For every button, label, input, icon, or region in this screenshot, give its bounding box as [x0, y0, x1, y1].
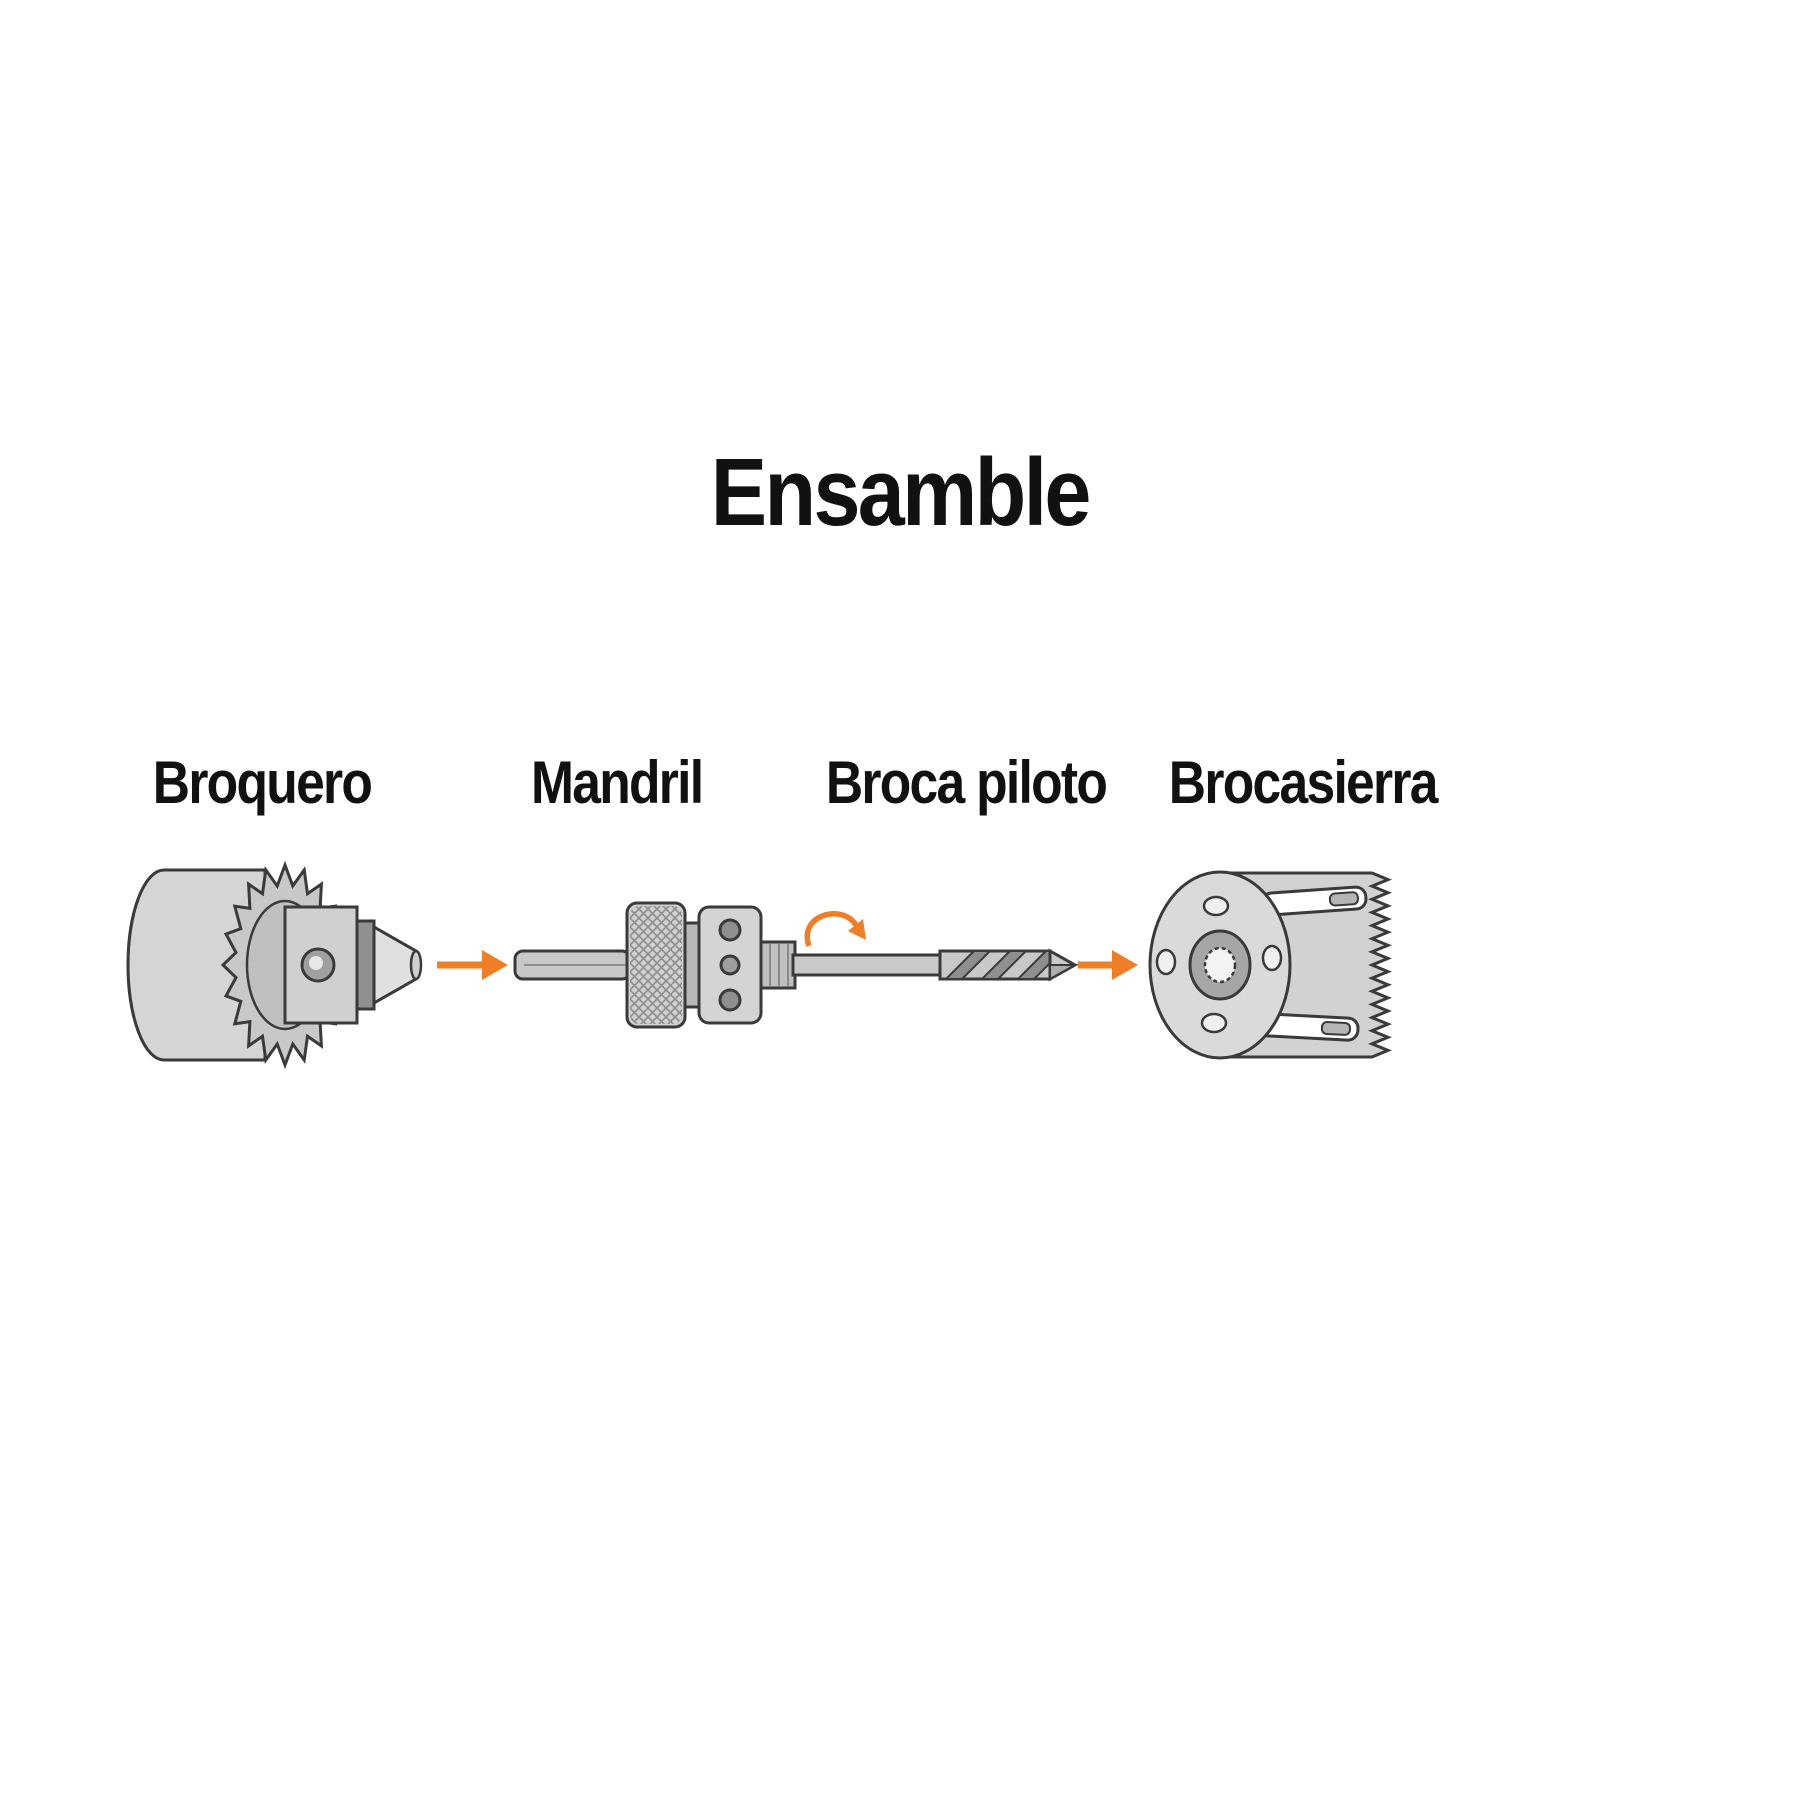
arrow-head-icon: [482, 950, 508, 980]
assembly-arrow-2: [1078, 950, 1138, 980]
pilot-bit-illustration: [791, 948, 1079, 982]
hole-saw-illustration: [1148, 870, 1392, 1060]
mandrel-washer: [683, 921, 701, 1009]
holesaw-pin-hole-left: [1155, 948, 1177, 976]
chuck-nose-tip: [409, 949, 423, 981]
mandrel-illustration: [513, 901, 797, 1029]
drill-chuck-illustration: [126, 860, 423, 1070]
mandrel-knurl-texture: [630, 906, 682, 1024]
arrow-head-icon: [1112, 950, 1138, 980]
drive-plate-center: [719, 954, 741, 976]
chuck-rear-body: [126, 868, 267, 1062]
pilot-flute-spirals: [944, 951, 1050, 979]
holesaw-pin-hole-bottom: [1200, 1012, 1228, 1034]
page-title: Ensamble: [711, 439, 1092, 546]
holesaw-threaded-hole: [1203, 946, 1237, 984]
label-broquero: Broquero: [152, 749, 373, 816]
pilot-rod: [791, 953, 945, 977]
label-broca-piloto: Broca piloto: [825, 749, 1108, 816]
rotation-arrow-icon: [804, 911, 866, 947]
mandrel-thread-lines: [769, 944, 789, 986]
chuck-collar: [355, 919, 376, 1011]
label-brocasierra: Brocasierra: [1169, 749, 1439, 816]
chuck-key-hole-center: [309, 956, 323, 970]
pilot-tip-facet: [1049, 964, 1079, 981]
label-mandril: Mandril: [531, 749, 704, 816]
holesaw-pin-hole-right: [1261, 944, 1283, 972]
holesaw-pin-hole-top: [1202, 895, 1230, 917]
drive-pin-top: [718, 918, 742, 942]
holesaw-slot-bottom: [1256, 1012, 1360, 1042]
chuck-nose-cone: [372, 924, 418, 1006]
assembly-arrow-1: [437, 950, 508, 980]
drive-pin-bottom: [718, 988, 742, 1012]
